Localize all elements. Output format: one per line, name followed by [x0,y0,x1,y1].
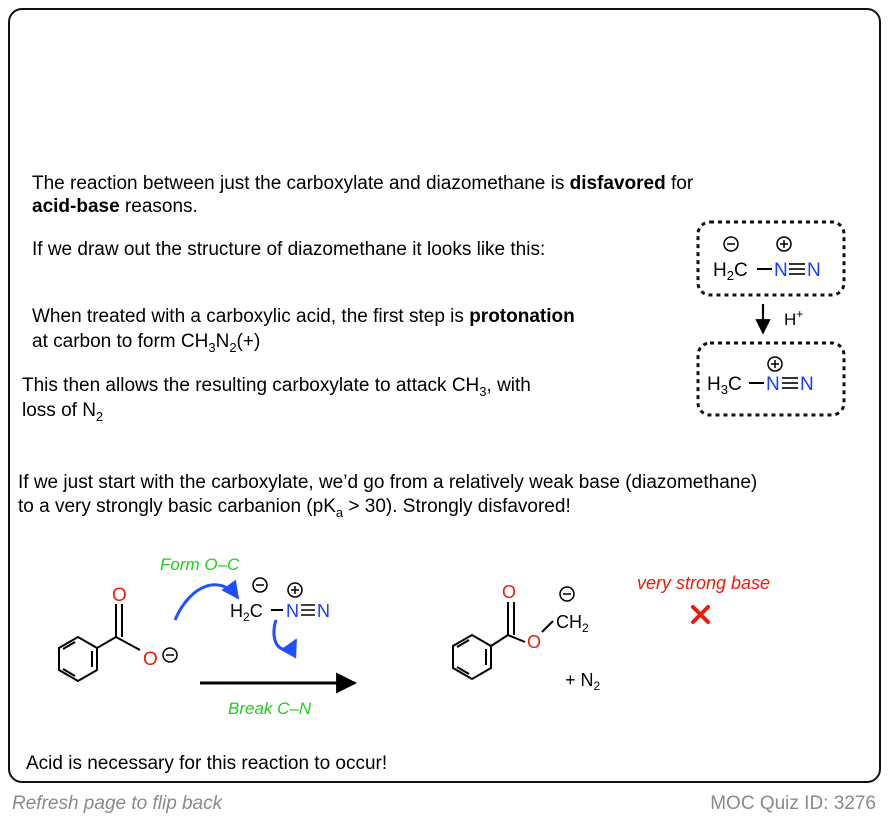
protonation-text-line-1: When treated with a carboxylic acid, the… [32,306,575,327]
product-ester-oxygen: O [527,632,541,652]
quiz-id: MOC Quiz ID: 3276 [710,793,876,814]
methyldiazonium-h3c: H3C [707,374,742,397]
nitrogen-3: N [766,374,780,395]
minus-charge-icon [162,647,178,663]
protonation-text-line-2: at carbon to form CH3N2(+) [32,331,261,355]
product-ring [452,602,554,681]
nitrogen-2: N [807,260,821,281]
product-carbonyl-oxygen: O [502,582,516,602]
nitrogen-1: N [774,260,788,281]
form-bond-label: Form O–C [160,555,240,574]
diazomethane-h2c: H2C [713,260,748,283]
break-bond-curly-arrow [272,619,298,659]
carboxylate-oxygen: O [143,649,158,670]
intro-text-line-2: acid-base reasons. [32,196,198,217]
carboxylate-text-line-1: If we just start with the carboxylate, w… [18,472,758,493]
attack-text-line-2: loss of N2 [22,400,104,424]
conclusion-text: Acid is necessary for this reaction to o… [26,753,388,774]
product-ch2: CH2 [556,612,589,635]
plus-charge-icon [776,236,792,252]
diazomethane-h2c-middle: H2C [230,601,263,624]
strong-base-label: very strong base [637,573,770,593]
carboxylate-text-line-2: to a very strongly basic carbanion (pKa … [18,496,571,520]
form-bond-curly-arrow [173,579,240,621]
plus-charge-icon [287,582,303,598]
carbonyl-oxygen: O [112,585,127,606]
break-bond-label: Break C–N [228,699,312,718]
minus-charge-icon [559,586,575,602]
nitrogen-6: N [317,601,330,621]
attack-text-line-1: This then allows the resulting carboxyla… [22,375,531,399]
diazomethane-box [696,220,846,297]
nitrogen-5: N [286,601,299,621]
h-plus-label: H+ [784,307,803,329]
minus-charge-icon [252,577,268,593]
minus-charge-icon [723,236,739,252]
quiz-card [8,8,881,783]
plus-charge-icon [767,356,783,372]
refresh-hint[interactable]: Refresh page to flip back [12,793,223,814]
benzoate-ring [58,604,141,683]
nitrogen-4: N [800,374,814,395]
diazomethane-structure-text: If we draw out the structure of diazomet… [32,239,546,260]
cross-icon [691,605,710,624]
nitrogen-byproduct: + N2 [565,670,601,693]
intro-text-line-1: The reaction between just the carboxylat… [32,173,694,194]
